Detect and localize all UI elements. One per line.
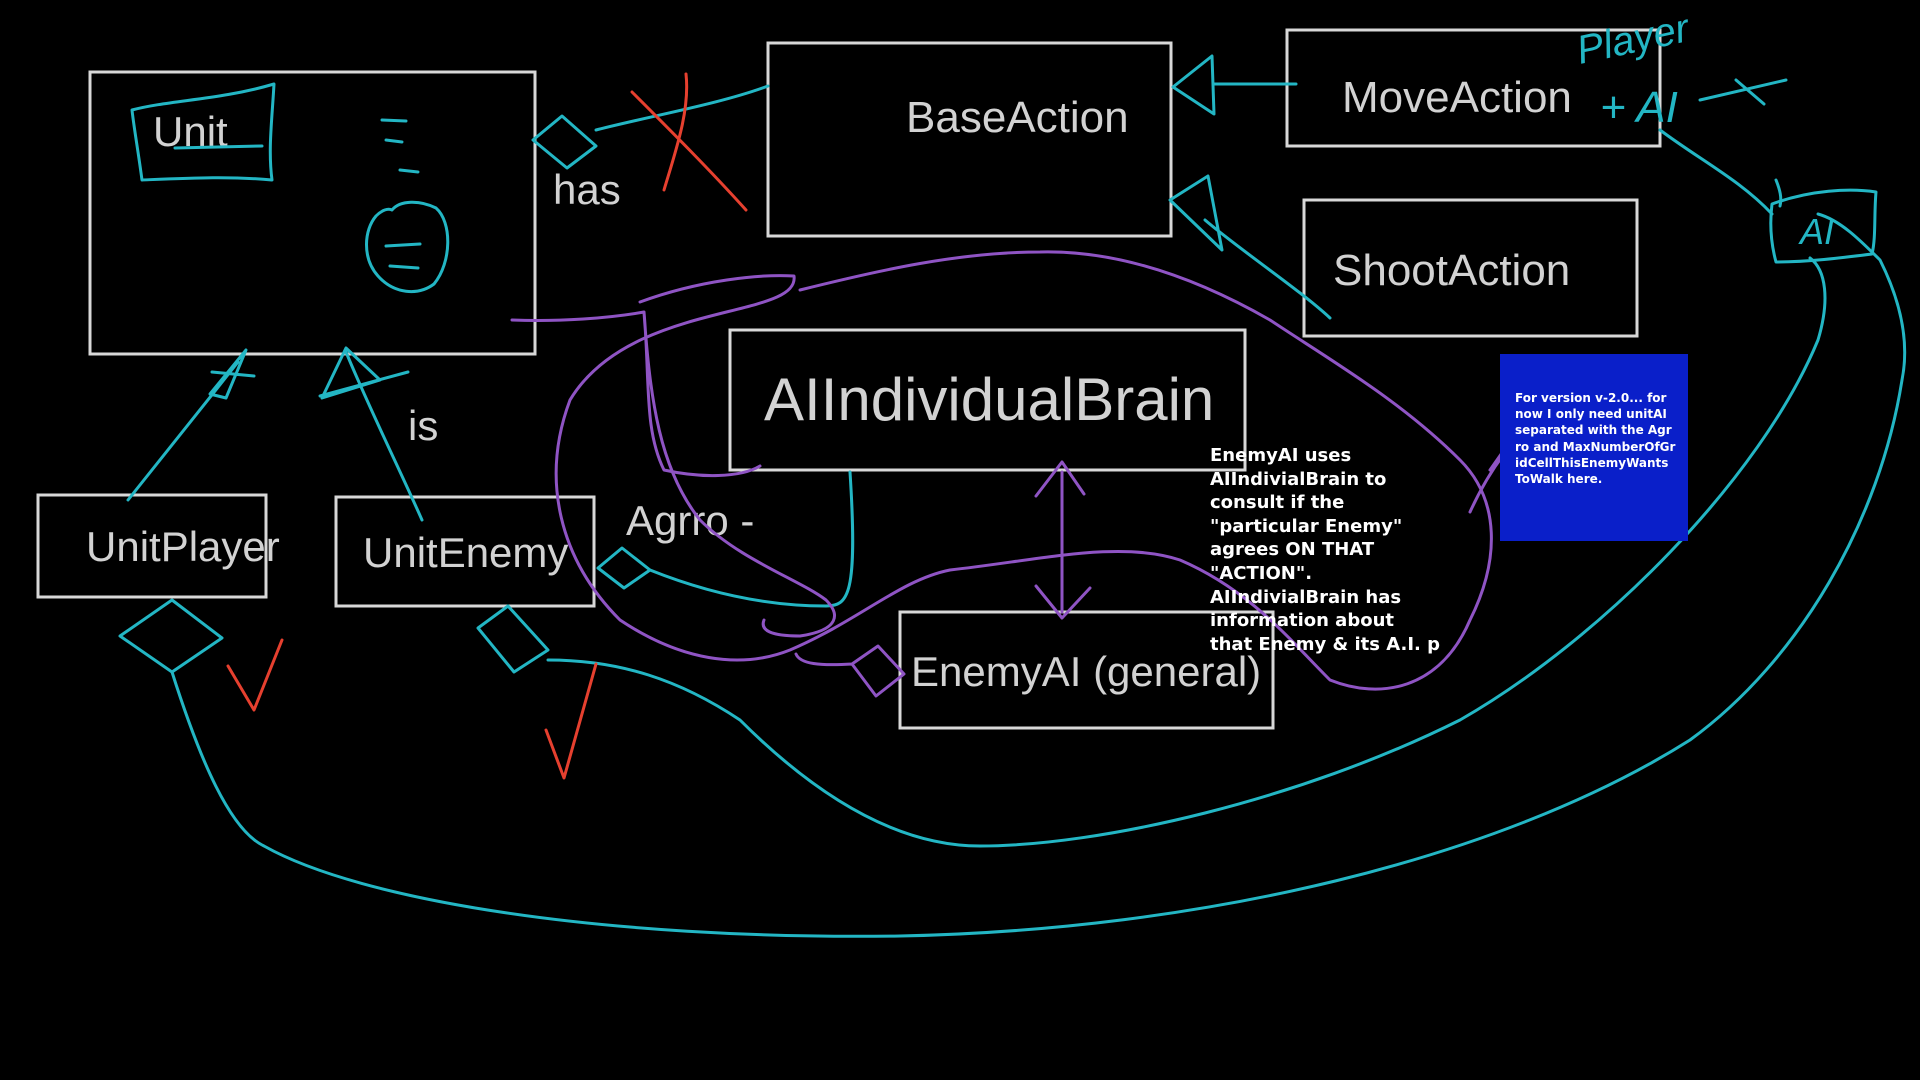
ai-tag-box bbox=[1769, 188, 1878, 264]
enemy-ai-label: EnemyAI (general) bbox=[911, 648, 1261, 695]
enemy-inherit-arrow bbox=[318, 346, 424, 522]
enemy-ai-diamond bbox=[794, 644, 906, 698]
shoot-action-label: ShootAction bbox=[1333, 246, 1570, 295]
purple-annotations bbox=[510, 250, 1514, 698]
is-label: is bbox=[408, 402, 438, 449]
red-cross bbox=[630, 72, 748, 212]
unit-circle-scribble bbox=[365, 200, 450, 294]
base-action-box: BaseAction bbox=[766, 41, 1173, 238]
move-inherit-arrow bbox=[1171, 54, 1298, 116]
enemy-ai-note: EnemyAI uses AIIndivialBrain to consult … bbox=[1210, 445, 1441, 655]
player-inherit-arrow bbox=[126, 348, 256, 502]
unit-player-box: UnitPlayer bbox=[36, 493, 280, 599]
base-action-label: BaseAction bbox=[906, 93, 1129, 142]
has-diamond bbox=[531, 114, 598, 170]
red-check-player bbox=[226, 638, 284, 712]
move-action-box: MoveAction bbox=[1285, 28, 1662, 148]
enemy-agrro-diamond bbox=[596, 546, 652, 590]
purple-agrro-path bbox=[510, 310, 836, 638]
shoot-inherit-arrow bbox=[1168, 174, 1332, 320]
cyan-annotations: Player + AI AI bbox=[118, 6, 1907, 938]
unit-box: Unit bbox=[88, 70, 537, 356]
move-action-label: MoveAction bbox=[1342, 73, 1572, 122]
handwritten-ai-tag: AI bbox=[1798, 211, 1834, 252]
red-check-enemy bbox=[544, 662, 598, 780]
enemy-bottom-diamond bbox=[476, 604, 550, 674]
player-bottom-diamond bbox=[118, 598, 224, 674]
unit-underline bbox=[173, 144, 264, 150]
unit-enemy-label: UnitEnemy bbox=[363, 529, 568, 576]
version-note-text: For version v-2.0... for now I only need… bbox=[1515, 391, 1676, 487]
purple-big-loop bbox=[554, 250, 1493, 691]
brain-to-enemyai-arrow bbox=[1034, 460, 1092, 620]
unit-enemy-box: UnitEnemy bbox=[334, 495, 596, 608]
ai-brain-label: AIIndividualBrain bbox=[764, 366, 1214, 433]
player-ai-loop bbox=[170, 212, 1907, 938]
handwritten-player: Player bbox=[1573, 6, 1695, 73]
version-note: For version v-2.0... for now I only need… bbox=[1500, 354, 1688, 541]
red-annotations bbox=[226, 72, 748, 780]
unit-player-label: UnitPlayer bbox=[86, 523, 280, 570]
unit-label-scribble bbox=[130, 82, 276, 182]
shoot-action-box: ShootAction bbox=[1302, 198, 1639, 338]
unit-dashes bbox=[380, 118, 420, 174]
handwritten-plus-ai: + AI bbox=[1600, 83, 1678, 132]
has-label: has bbox=[553, 166, 621, 213]
enemy-ai-loop bbox=[546, 256, 1827, 848]
ai-brain-box: AIIndividualBrain bbox=[728, 328, 1247, 472]
